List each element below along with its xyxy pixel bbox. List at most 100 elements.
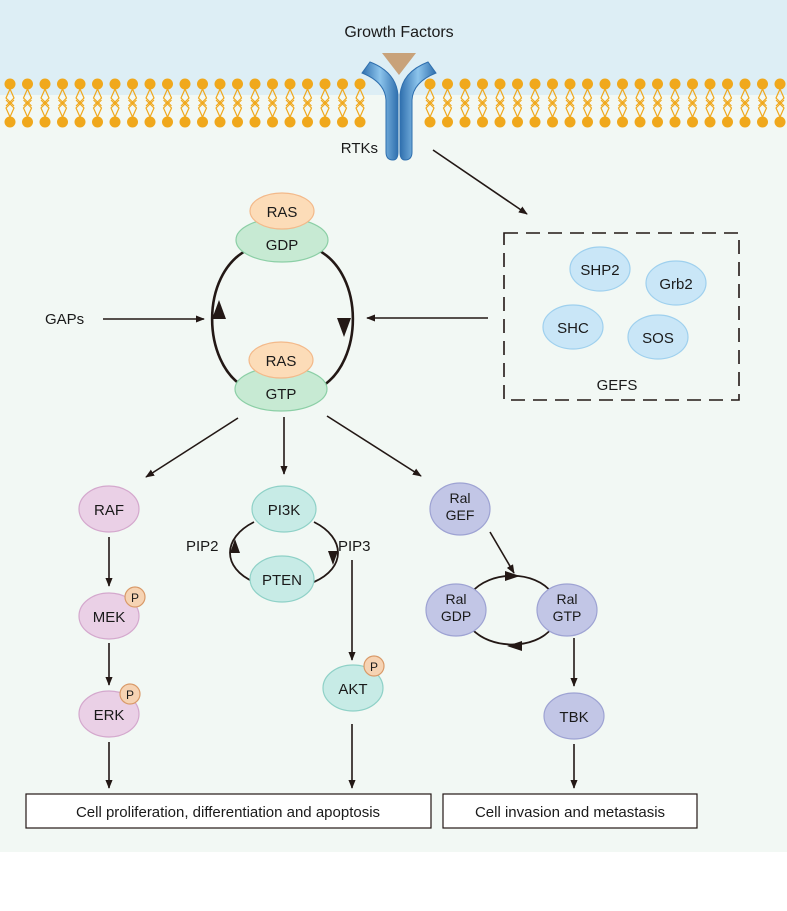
lipid-head <box>424 116 436 128</box>
lipid-head <box>599 116 611 128</box>
lipid-head <box>92 116 103 128</box>
ras-cycle-left-arc <box>210 248 248 389</box>
lipid-head <box>284 116 296 128</box>
lipid-tail <box>337 99 347 118</box>
shc-node <box>542 304 604 350</box>
lipid-tail <box>652 99 662 118</box>
lipid-head <box>197 78 208 90</box>
lipid-head <box>564 78 576 90</box>
lipid-head <box>214 78 226 90</box>
outcome-box-left <box>25 793 432 829</box>
akt-node <box>322 664 384 712</box>
mek-phospho-label: P <box>131 591 139 605</box>
ralgtp-label-line1: Ral <box>556 591 577 607</box>
ralgef-label-line2: GEF <box>446 507 475 523</box>
lipid-head <box>529 116 541 128</box>
pi3k-label: PI3K <box>268 502 301 519</box>
pi3k-cycle-right-head <box>328 551 338 565</box>
lipid-head <box>687 78 698 90</box>
lipid-tail <box>582 99 592 118</box>
lipid-tail <box>40 99 50 118</box>
grb2-node <box>645 260 707 306</box>
lipid-tail <box>58 99 68 118</box>
lipid-tail <box>162 99 172 118</box>
lipid-tail <box>530 99 540 118</box>
lipid-head <box>337 78 348 90</box>
lipid-head <box>739 78 751 90</box>
ras-to-ralgef-arrow <box>326 415 422 477</box>
cell-membrane <box>4 78 786 128</box>
akt-label: AKT <box>338 681 367 698</box>
lipid-tail <box>128 99 138 118</box>
lipid-head <box>232 78 243 90</box>
lipid-head <box>582 78 593 90</box>
lipid-tail <box>460 99 470 118</box>
lipid-tail <box>145 99 155 118</box>
lipid-tail <box>320 99 330 118</box>
lipid-tail <box>757 99 767 118</box>
lipid-head <box>442 116 453 128</box>
lipid-head <box>722 78 733 90</box>
lipid-tail <box>530 99 540 118</box>
lipid-tail <box>688 99 698 118</box>
ras-cycle-right-head <box>337 318 351 337</box>
lipid-head <box>354 116 366 128</box>
ras-to-raf-arrow <box>145 417 239 478</box>
lipid-head <box>634 116 646 128</box>
lipid-head <box>249 78 261 90</box>
lipid-tail <box>355 99 365 118</box>
lipid-head <box>179 116 191 128</box>
gaps-label: GAPs <box>45 311 84 328</box>
lipid-tail <box>740 99 750 118</box>
lipid-head <box>757 78 768 90</box>
lipid-tail <box>460 99 470 118</box>
lipid-head <box>704 116 716 128</box>
growth-factor-ligand <box>382 53 416 75</box>
lipid-tail <box>320 99 330 118</box>
gefs-label: GEFS <box>597 377 638 394</box>
lipid-head <box>739 116 751 128</box>
lipid-tail <box>583 99 593 118</box>
lipid-head <box>4 116 16 128</box>
lipid-tail <box>425 99 435 118</box>
lipid-head <box>319 116 331 128</box>
raf-node <box>78 485 140 533</box>
lipid-tail <box>495 99 505 118</box>
lipid-tail <box>617 99 627 118</box>
lipid-head <box>669 78 681 90</box>
lipid-tail <box>705 99 715 118</box>
ras-cycle-left-head <box>212 300 226 319</box>
lipid-tail <box>233 99 243 118</box>
lipid-tail <box>477 99 487 118</box>
lipid-head <box>127 116 138 128</box>
lipid-head <box>197 116 208 128</box>
lipid-tail <box>5 99 15 118</box>
lipid-head <box>92 78 103 90</box>
pi3k-node <box>251 485 317 533</box>
lipid-head <box>547 116 558 128</box>
ralgdp-label-line2: GDP <box>441 608 471 624</box>
lipid-tail <box>513 99 523 118</box>
rtk-to-gefs-arrow <box>432 149 528 215</box>
lipid-tail <box>110 99 120 118</box>
lipid-head <box>582 116 593 128</box>
lipid-tail <box>180 99 190 118</box>
lipid-head <box>687 116 698 128</box>
lipid-tail <box>303 99 313 118</box>
lipid-head <box>319 78 331 90</box>
erk-phospho-label: P <box>126 688 134 702</box>
pip2-label: PIP2 <box>186 538 219 555</box>
lipid-head <box>214 116 226 128</box>
tbk-label: TBK <box>559 709 588 726</box>
lipid-head <box>74 78 86 90</box>
lipid-tail <box>338 99 348 118</box>
ralgef-label-line1: Ral <box>449 490 470 506</box>
lipid-head <box>494 78 506 90</box>
lipid-tail <box>355 99 365 118</box>
lipid-tail <box>215 99 225 118</box>
rtks-label: RTKs <box>341 140 378 157</box>
growth-factors-label: Growth Factors <box>344 24 453 41</box>
lipid-head <box>529 78 541 90</box>
shc-label: SHC <box>557 320 589 337</box>
